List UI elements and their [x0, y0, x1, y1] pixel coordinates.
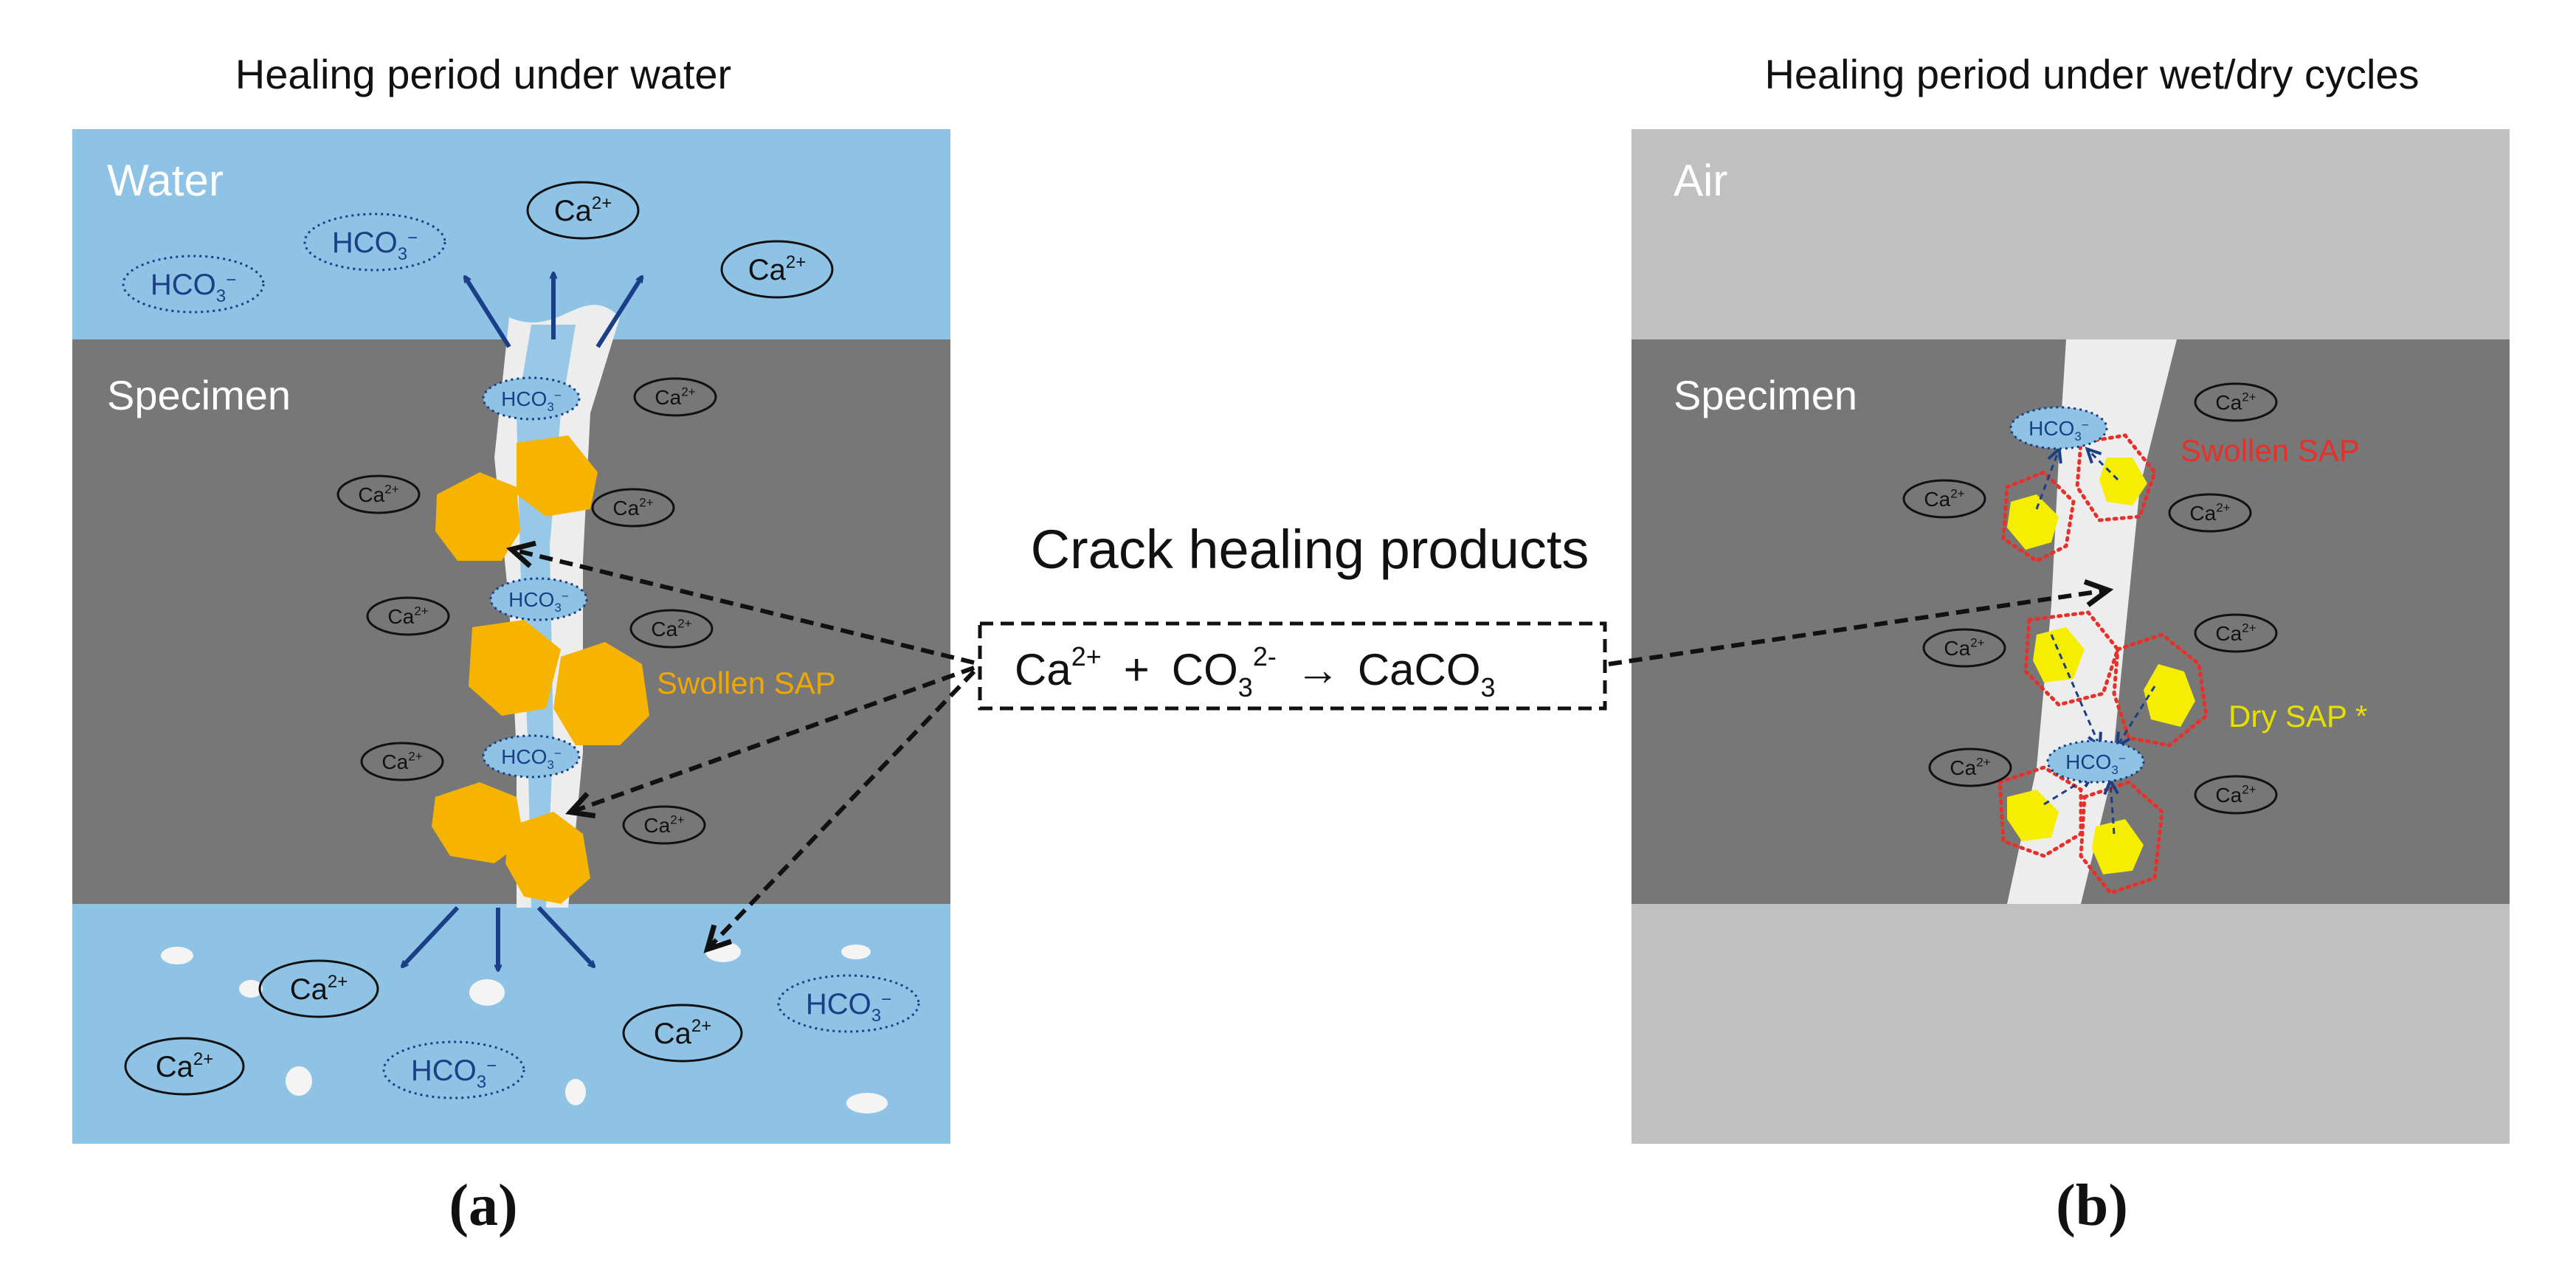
calcium-ion-7: Ca2+	[591, 488, 675, 528]
svg-text:HCO3−: HCO3−	[501, 387, 562, 414]
calcite-deposits	[161, 942, 888, 1113]
svg-text:HCO3−: HCO3−	[151, 269, 236, 306]
svg-text:Ca2+: Ca2+	[643, 813, 684, 837]
specimen-label-b: Specimen	[1674, 372, 1857, 418]
svg-text:HCO3−: HCO3−	[501, 745, 562, 772]
svg-text:Ca2+: Ca2+	[358, 483, 398, 506]
calcium-ion-14: Ca2+	[258, 959, 379, 1018]
svg-text:Ca2+: Ca2+	[2215, 783, 2256, 807]
svg-text:HCO3−: HCO3−	[2028, 417, 2089, 443]
water-region-top	[72, 129, 950, 339]
outflow-arrows-top	[463, 273, 644, 348]
svg-text:Ca2+: Ca2+	[654, 1016, 712, 1050]
calcium-ion-20: Ca2+	[2194, 382, 2278, 422]
svg-text:Ca2+: Ca2+	[290, 972, 348, 1006]
panel-a-title: Healing period under water	[235, 51, 731, 97]
calcium-ion-6: Ca2+	[336, 474, 421, 514]
calcium-ion-12: Ca2+	[360, 742, 444, 781]
svg-text:Ca2+: Ca2+	[1950, 756, 1990, 779]
air-label: Air	[1674, 156, 1727, 205]
svg-text:HCO3−: HCO3−	[2065, 750, 2126, 777]
calcium-ion-22: Ca2+	[2168, 493, 2252, 533]
svg-text:Ca2+: Ca2+	[2215, 390, 2256, 414]
reaction-box	[978, 621, 1607, 711]
svg-text:Ca2+: Ca2+	[381, 750, 422, 773]
svg-text:Ca2+: Ca2+	[554, 193, 612, 227]
calcium-ion-10: Ca2+	[629, 609, 714, 649]
svg-text:Ca2+: Ca2+	[651, 617, 691, 640]
calcium-ion-23: Ca2+	[1922, 628, 2006, 668]
swollen-sap-outlines-b	[1997, 433, 2209, 895]
svg-text:HCO3−: HCO3−	[806, 988, 891, 1026]
air-region-top	[1631, 129, 2510, 339]
bicarbonate-ion-19: HCO3−	[2009, 406, 2108, 450]
svg-text:HCO3−: HCO3−	[332, 227, 418, 264]
calcium-ion-0: Ca2+	[526, 181, 640, 240]
ions-layer: Ca2+ HCO3− HCO3− Ca2+ HCO3− Ca2+ Ca2+ Ca2+ HCO3−…	[122, 181, 2278, 1099]
bicarbonate-ion-25: HCO3−	[2046, 739, 2145, 784]
center-heading: Crack healing products	[1031, 519, 1589, 580]
bicarbonate-ion-15: HCO3−	[777, 974, 920, 1033]
bicarbonate-ion-8: HCO3−	[489, 577, 588, 621]
caption-a: (a)	[449, 1173, 517, 1238]
swollen-sap-label-a: Swollen SAP	[657, 666, 836, 700]
bicarbonate-ion-18: HCO3−	[382, 1040, 525, 1099]
calcium-ion-27: Ca2+	[2194, 775, 2278, 815]
svg-text:Ca2+: Ca2+	[2215, 621, 2256, 645]
bicarbonate-ion-1: HCO3−	[303, 213, 446, 272]
dry-sap-label: Dry SAP *	[2228, 699, 2367, 733]
bicarbonate-ion-4: HCO3−	[482, 376, 581, 421]
calcium-ion-26: Ca2+	[1928, 747, 2012, 787]
reaction-equation: Ca2++CO32-→CaCO3	[1015, 641, 1496, 702]
svg-text:Ca2+: Ca2+	[655, 385, 695, 409]
air-region-bottom	[1631, 904, 2510, 1144]
svg-text:Ca2+: Ca2+	[1944, 636, 1984, 660]
calcium-ion-17: Ca2+	[124, 1037, 245, 1096]
calcium-ion-13: Ca2+	[622, 805, 706, 845]
bicarbonate-ion-2: HCO3−	[122, 255, 265, 314]
calcium-ion-3: Ca2+	[720, 240, 834, 299]
svg-text:HCO3−: HCO3−	[411, 1054, 497, 1092]
water-label: Water	[107, 156, 224, 205]
svg-text:Ca2+: Ca2+	[2189, 501, 2230, 525]
swollen-sap-particles-a	[432, 435, 649, 904]
svg-text:Ca2+: Ca2+	[612, 496, 653, 519]
dry-sap-particles-b	[2007, 458, 2195, 874]
product-arrows	[505, 540, 2114, 953]
calcium-ion-21: Ca2+	[1902, 479, 1986, 519]
outflow-arrows-bottom	[402, 905, 594, 970]
specimen-label-a: Specimen	[107, 372, 291, 418]
swollen-sap-label-b: Swollen SAP	[2180, 433, 2360, 468]
water-region-bottom	[72, 904, 950, 1144]
bicarbonate-ion-11: HCO3−	[482, 734, 581, 778]
svg-text:Ca2+: Ca2+	[1924, 487, 1964, 511]
svg-text:Ca2+: Ca2+	[387, 604, 428, 628]
svg-text:Ca2+: Ca2+	[156, 1049, 214, 1083]
svg-text:HCO3−: HCO3−	[508, 588, 569, 615]
calcium-ion-16: Ca2+	[622, 1004, 743, 1063]
caption-b: (b)	[2056, 1173, 2128, 1238]
panel-b-title: Healing period under wet/dry cycles	[1764, 51, 2419, 97]
calcium-ion-9: Ca2+	[366, 596, 450, 636]
calcium-ion-5: Ca2+	[633, 377, 717, 417]
svg-text:Ca2+: Ca2+	[748, 252, 807, 286]
calcium-ion-24: Ca2+	[2194, 613, 2278, 653]
center-reaction: Crack healing products Ca2++CO32-→CaCO3	[505, 519, 2114, 953]
